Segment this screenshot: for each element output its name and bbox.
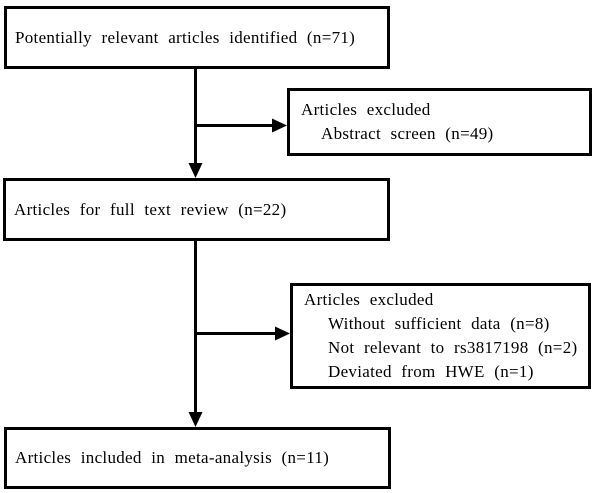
excluded-full-text-title: Articles excluded: [304, 290, 434, 309]
arrowhead-down-fulltext: [188, 163, 203, 178]
box-full-text-review: Articles for full text review (n=22): [3, 178, 390, 241]
box-included-meta-analysis-label: Articles included in meta-analysis (n=11…: [15, 448, 330, 467]
arrowhead-down-included: [188, 412, 203, 427]
excluded-full-text-item: Without sufficient data (n=8): [328, 314, 550, 333]
excluded-abstract-item: Abstract screen (n=49): [321, 124, 494, 143]
box-included-meta-analysis: Articles included in meta-analysis (n=11…: [4, 427, 391, 489]
box-excluded-full-text: Articles excluded Without sufficient dat…: [290, 283, 591, 389]
excluded-abstract-title: Articles excluded: [301, 100, 431, 119]
excluded-full-text-item: Not relevant to rs3817198 (n=2): [328, 338, 578, 357]
box-articles-identified: Potentially relevant articles identified…: [4, 6, 390, 69]
box-articles-identified-label: Potentially relevant articles identified…: [15, 27, 356, 47]
box-full-text-review-label: Articles for full text review (n=22): [14, 199, 287, 219]
excluded-full-text-item: Deviated from HWE (n=1): [328, 362, 534, 381]
arrowhead-right-excluded-fulltext: [275, 326, 290, 341]
box-excluded-abstract-screen: Articles excluded Abstract screen (n=49): [287, 88, 592, 156]
arrowhead-right-excluded-abstract: [272, 118, 287, 133]
